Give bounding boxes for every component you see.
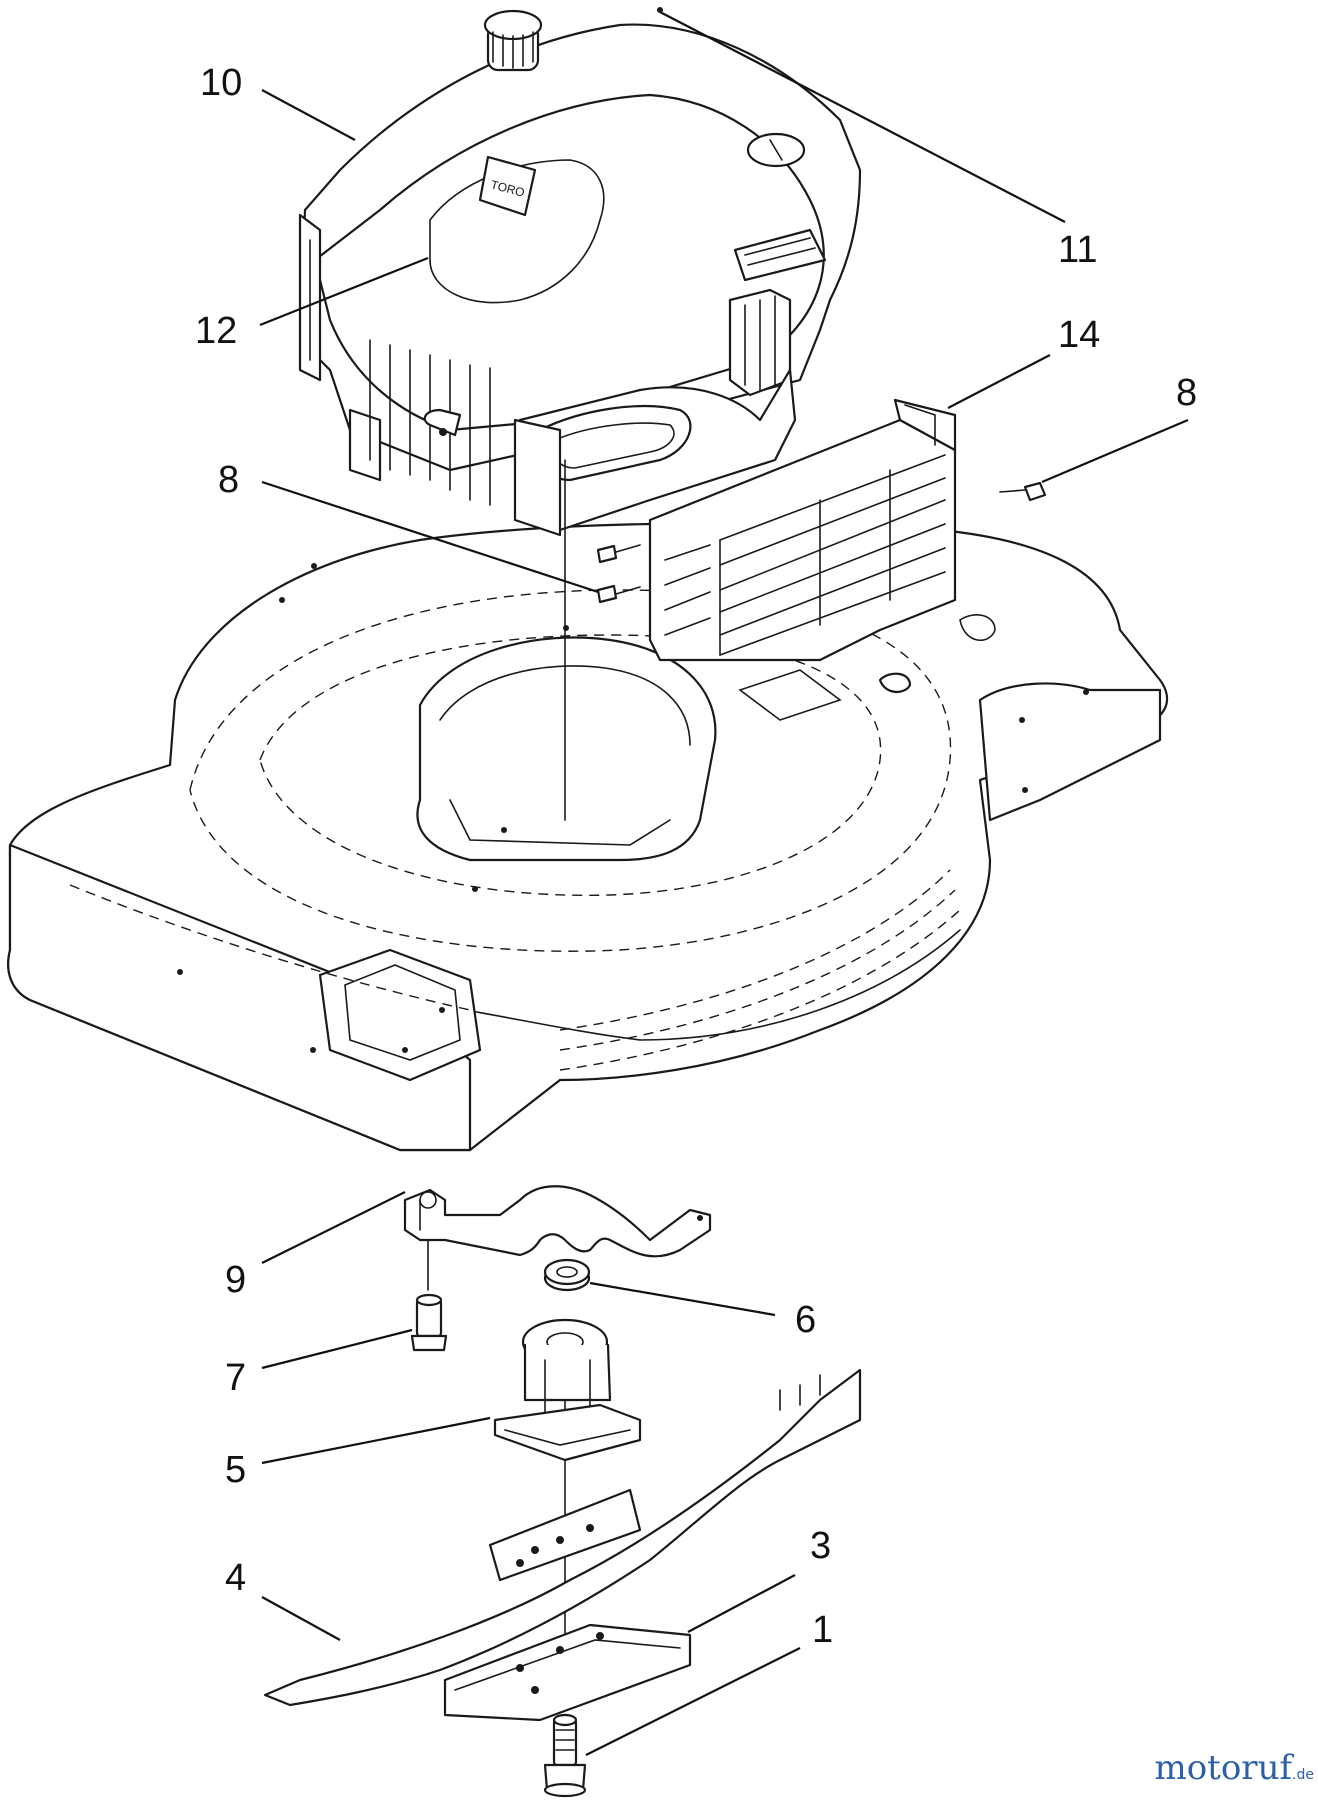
- watermark-logo: motoruf.de: [1154, 1748, 1314, 1788]
- callout-3: 3: [810, 1525, 831, 1567]
- baffle: [403, 1185, 712, 1258]
- callout-6: 6: [795, 1299, 816, 1341]
- stiffener-3: [443, 1623, 692, 1722]
- callout-10: 10: [200, 62, 242, 104]
- callout-11: 11: [1058, 229, 1097, 271]
- callout-12: 12: [195, 310, 237, 352]
- washer-6: [543, 1258, 591, 1292]
- callout-8-right: 8: [1176, 372, 1197, 414]
- callout-8-left: 8: [218, 459, 239, 501]
- callout-4: 4: [225, 1557, 246, 1599]
- engine: TORO: [298, 9, 862, 506]
- blade-bolt-1: [543, 1713, 587, 1798]
- leader-lines: [259, 7, 1189, 1756]
- watermark-suffix: .de: [1292, 1767, 1314, 1783]
- callout-14: 14: [1058, 314, 1100, 356]
- bolt-7: [410, 1293, 448, 1352]
- blade-adapter-5: [493, 1318, 642, 1462]
- blade-4: [263, 1368, 862, 1707]
- callout-5: 5: [225, 1449, 246, 1491]
- watermark-text: motoruf: [1154, 1748, 1293, 1788]
- callout-9: 9: [225, 1259, 246, 1301]
- callout-1: 1: [812, 1609, 833, 1651]
- bolts-8: [596, 481, 1047, 604]
- debris-shield: [648, 398, 957, 662]
- mower-deck: [7, 522, 1169, 1152]
- callout-7: 7: [225, 1357, 246, 1399]
- air-cleaner: [513, 368, 797, 537]
